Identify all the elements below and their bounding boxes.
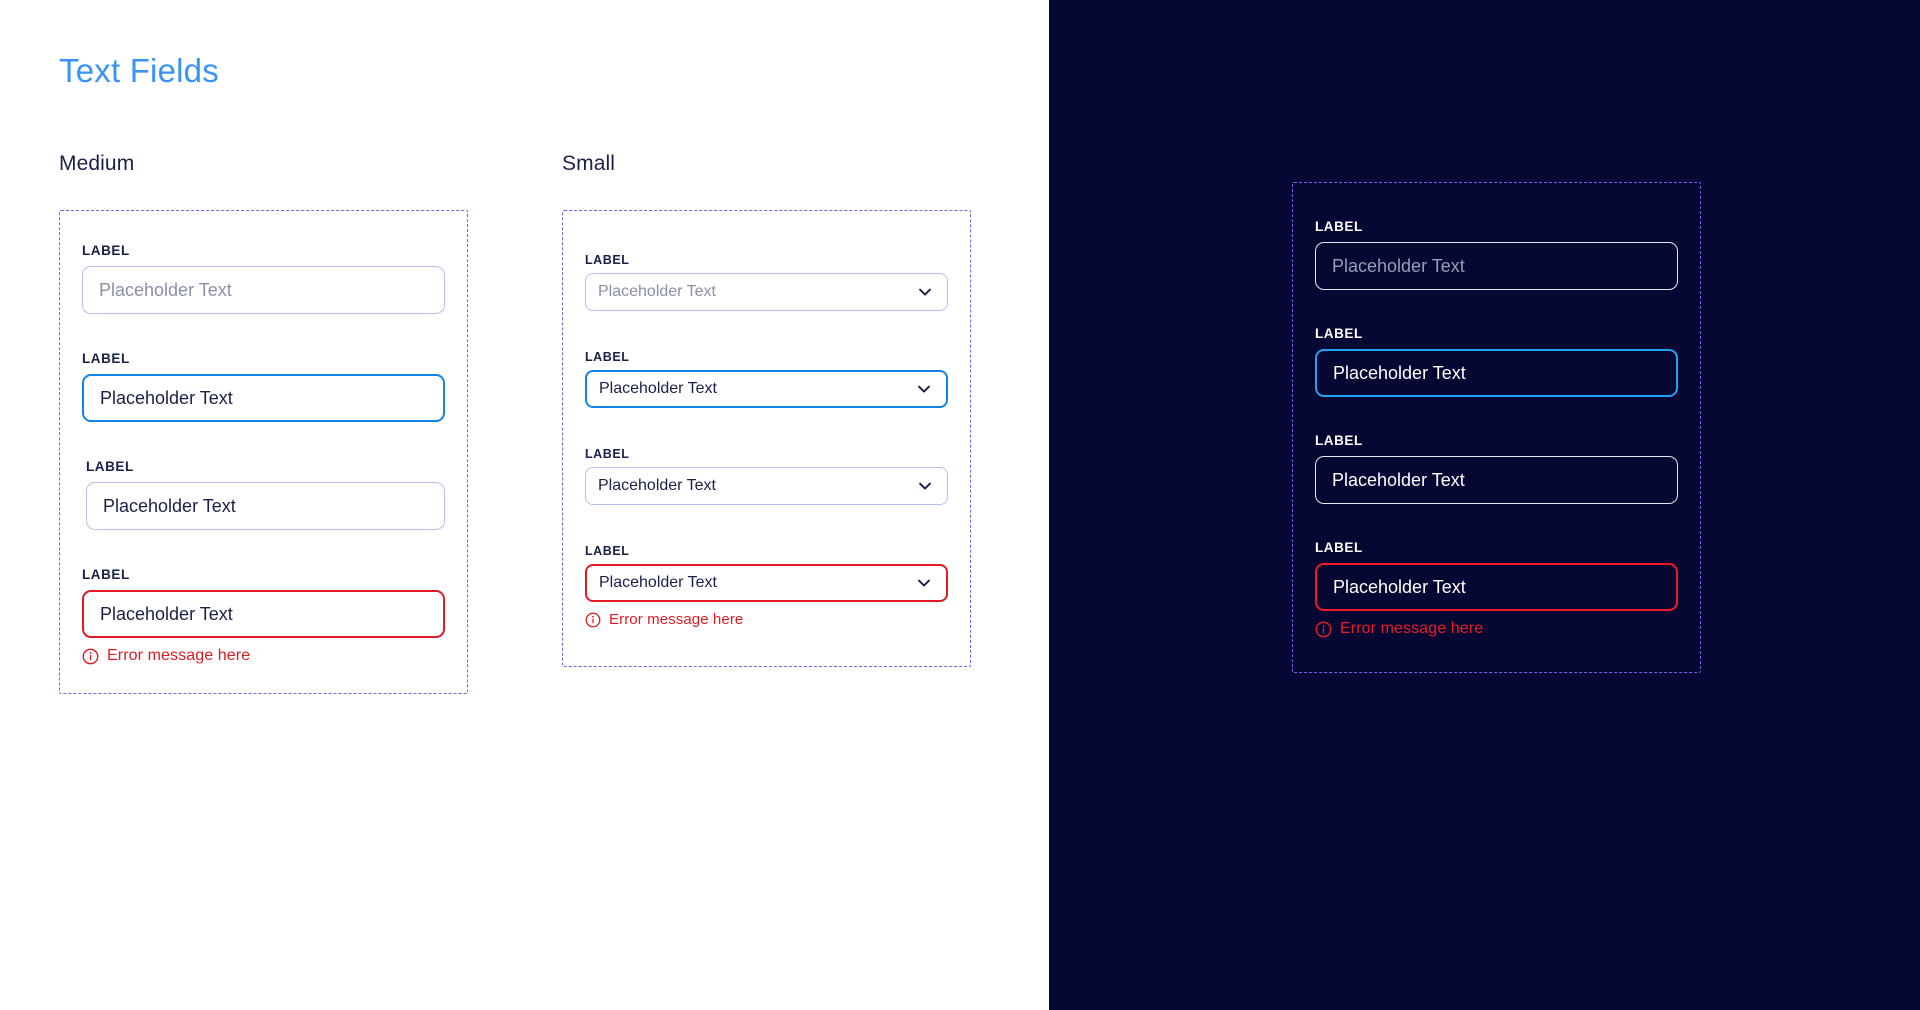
input-value: Placeholder Text: [103, 496, 236, 516]
input-placeholder: Placeholder Text: [99, 280, 232, 300]
column-medium: Medium LABEL Placeholder Text LABEL Plac…: [59, 152, 468, 694]
error-message: Error message here: [609, 611, 744, 628]
page-title: Text Fields: [59, 52, 219, 89]
field-label: LABEL: [86, 459, 134, 474]
text-input-error[interactable]: Placeholder Text: [82, 590, 445, 638]
chevron-down-icon[interactable]: [914, 573, 934, 593]
field-label: LABEL: [585, 447, 630, 461]
select-value: Placeholder Text: [599, 574, 717, 591]
field-label: LABEL: [1315, 326, 1363, 341]
field-label: LABEL: [585, 350, 630, 364]
error-info-icon: [1315, 621, 1332, 638]
field-label: LABEL: [585, 253, 630, 267]
input-placeholder: Placeholder Text: [1332, 256, 1465, 276]
select-input-focused[interactable]: Placeholder Text: [585, 370, 948, 408]
input-value: Placeholder Text: [1332, 470, 1465, 490]
text-field-default: LABEL Placeholder Text: [82, 243, 445, 314]
field-group-small: LABEL Placeholder Text LABEL: [562, 210, 971, 667]
error-message: Error message here: [107, 647, 251, 664]
input-value: Placeholder Text: [1333, 577, 1466, 597]
select-placeholder: Placeholder Text: [598, 283, 716, 300]
dark-text-input-error[interactable]: Placeholder Text: [1315, 563, 1678, 611]
select-field-focused: LABEL Placeholder Text: [585, 350, 948, 408]
text-field-error: LABEL Placeholder Text: [82, 567, 445, 665]
field-label: LABEL: [1315, 433, 1363, 448]
chevron-down-icon[interactable]: [915, 476, 935, 496]
select-field-default: LABEL Placeholder Text: [585, 253, 948, 311]
columns-container: Medium LABEL Placeholder Text LABEL Plac…: [0, 152, 1049, 694]
select-input-default[interactable]: Placeholder Text: [585, 273, 948, 311]
error-row: Error message here: [585, 611, 948, 628]
column-heading-small: Small: [562, 152, 616, 175]
dark-text-field-focused: LABEL Placeholder Text: [1315, 326, 1678, 397]
light-theme-pane: Text Fields Medium LABEL Placeholder Tex…: [0, 52, 1049, 694]
field-label: LABEL: [82, 351, 130, 366]
error-info-icon: [585, 612, 601, 628]
chevron-down-icon[interactable]: [915, 282, 935, 302]
field-group-medium: LABEL Placeholder Text LABEL Placeholder…: [59, 210, 468, 694]
error-row: Error message here: [82, 647, 445, 665]
input-value: Placeholder Text: [1333, 363, 1466, 383]
input-value: Placeholder Text: [100, 388, 233, 408]
column-heading-medium: Medium: [59, 152, 135, 175]
dark-text-field-filled: LABEL Placeholder Text: [1315, 433, 1678, 504]
field-label: LABEL: [1315, 540, 1363, 555]
column-small: Small LABEL Placeholder Text: [562, 152, 971, 694]
dark-text-field-error: LABEL Placeholder Text Error message her…: [1315, 540, 1678, 638]
chevron-down-icon[interactable]: [914, 379, 934, 399]
field-label: LABEL: [82, 567, 130, 582]
dark-text-input-focused[interactable]: Placeholder Text: [1315, 349, 1678, 397]
field-label: LABEL: [585, 544, 630, 558]
dark-text-input-default[interactable]: Placeholder Text: [1315, 242, 1678, 290]
select-input-error[interactable]: Placeholder Text: [585, 564, 948, 602]
text-field-filled: LABEL Placeholder Text: [82, 459, 445, 530]
field-group-dark: LABEL Placeholder Text LABEL Placeholder…: [1292, 182, 1701, 673]
select-value: Placeholder Text: [599, 380, 717, 397]
input-value: Placeholder Text: [100, 604, 233, 624]
error-message: Error message here: [1340, 620, 1484, 637]
dark-text-field-default: LABEL Placeholder Text: [1315, 219, 1678, 290]
text-input-focused[interactable]: Placeholder Text: [82, 374, 445, 422]
text-input-default[interactable]: Placeholder Text: [82, 266, 445, 314]
select-input-filled[interactable]: Placeholder Text: [585, 467, 948, 505]
text-field-focused: LABEL Placeholder Text: [82, 351, 445, 422]
select-field-error: LABEL Placeholder Text: [585, 544, 948, 628]
select-field-filled: LABEL Placeholder Text: [585, 447, 948, 505]
error-info-icon: [82, 648, 99, 665]
dark-text-input-filled[interactable]: Placeholder Text: [1315, 456, 1678, 504]
text-input-filled[interactable]: Placeholder Text: [86, 482, 445, 530]
field-label: LABEL: [82, 243, 130, 258]
dark-theme-pane: LABEL Placeholder Text LABEL Placeholder…: [1049, 0, 1920, 1010]
select-value: Placeholder Text: [598, 477, 716, 494]
field-label: LABEL: [1315, 219, 1363, 234]
error-row: Error message here: [1315, 620, 1678, 638]
